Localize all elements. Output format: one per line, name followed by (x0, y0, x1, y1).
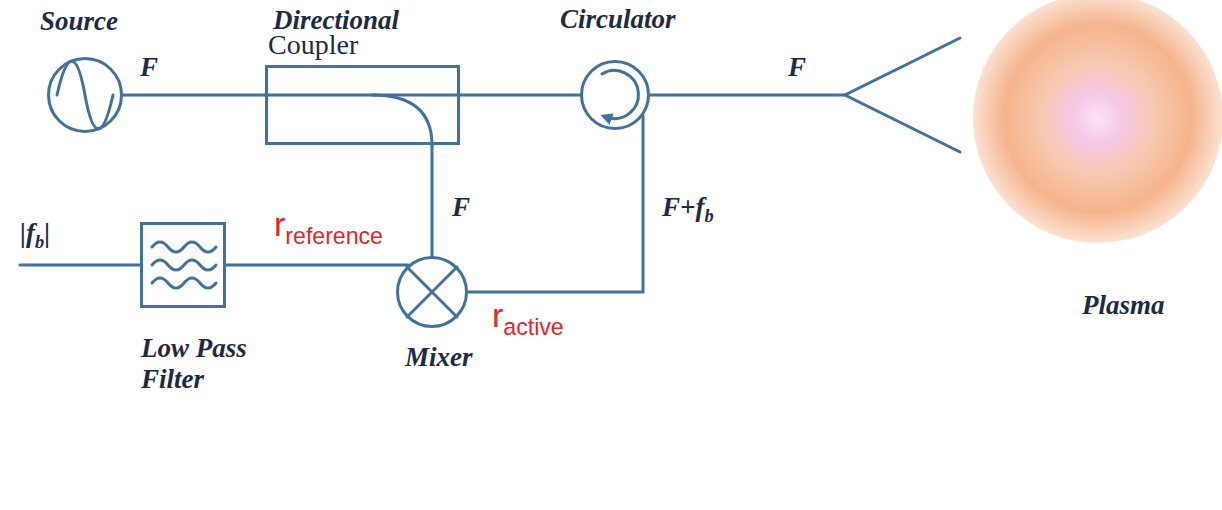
node-label: Plasma (1082, 290, 1165, 321)
node-label: Low Pass Filter (141, 333, 253, 395)
output-label: |fb| (20, 218, 50, 254)
signal-label: F+fb (662, 192, 714, 228)
subscript: b (704, 206, 713, 226)
signal-name: rreference (274, 205, 383, 250)
signal-wire (226, 264, 408, 267)
shape-outline (49, 59, 122, 132)
signal-label: F (140, 52, 158, 83)
subscript: b (35, 232, 44, 252)
circle-outline (396, 256, 468, 328)
circle-outline (47, 57, 123, 133)
directional-coupler: DirectionalCoupler (265, 65, 460, 145)
shape-outline (398, 258, 467, 327)
antenna-feed (650, 94, 845, 97)
text-part: | (44, 218, 50, 248)
text-part: r (274, 205, 285, 243)
node-label: Source (40, 6, 118, 37)
node-label: Mixer (405, 342, 473, 373)
source-symbol: Source (47, 57, 123, 133)
horn-antenna (845, 38, 960, 152)
shape-outline (973, 0, 1222, 243)
node-label: Coupler (268, 29, 358, 61)
circulator-symbol: Circulator (580, 60, 650, 130)
node-label: Circulator (560, 4, 676, 35)
signal-name: ractive (492, 296, 564, 341)
filter-wave (152, 260, 216, 270)
output-line (20, 264, 140, 267)
mixer-symbol: Mixer (396, 256, 468, 328)
text-part: |f (20, 218, 35, 248)
subscript: reference (285, 223, 383, 249)
shape-outline (582, 62, 649, 129)
plasma-disc (973, 0, 1222, 243)
text-part: r (492, 296, 503, 334)
filter-wave (152, 278, 216, 288)
signal-wire (460, 94, 580, 97)
text-part: F+f (662, 192, 704, 222)
plasma: Plasma (973, 0, 1222, 243)
signal-label: F (788, 52, 806, 83)
sine-wave (57, 61, 113, 129)
mixer-cross (407, 267, 457, 317)
low-pass-filter: Low Pass Filter (140, 222, 226, 308)
subscript: active (503, 314, 563, 340)
signal-wire (123, 94, 265, 97)
signal-label: F (452, 192, 470, 223)
signal-wire (468, 116, 643, 292)
circulator-arrow (602, 71, 638, 119)
coupler-branch (372, 95, 432, 145)
filter-wave (152, 242, 216, 252)
coupler-through-line (265, 94, 460, 97)
circle-outline (580, 60, 650, 130)
signal-wire (431, 145, 434, 256)
